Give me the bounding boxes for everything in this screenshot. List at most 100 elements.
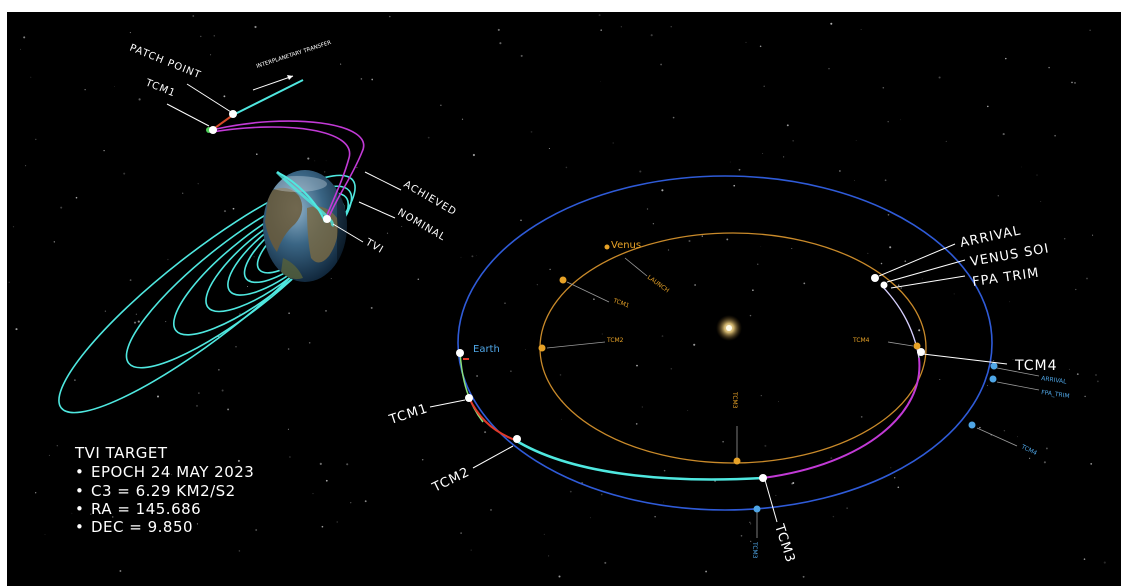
svg-text:•: • [75, 463, 84, 481]
star [763, 85, 765, 88]
star [200, 35, 202, 38]
star [71, 512, 73, 514]
star [197, 183, 199, 185]
tvi-label: TVI [363, 237, 386, 256]
star [792, 482, 795, 484]
star [604, 561, 607, 564]
tcm1-departure-label: TCM1 [143, 77, 177, 99]
star [639, 170, 642, 173]
star [558, 575, 561, 578]
cyan-transfer-arc [514, 438, 764, 481]
star [1103, 561, 1106, 564]
earth-orbit-markers [753, 362, 998, 513]
star [182, 192, 184, 194]
star [35, 492, 37, 494]
star [832, 515, 835, 518]
star [484, 431, 487, 434]
star [223, 210, 227, 213]
star [1005, 57, 1007, 60]
star [536, 284, 538, 286]
star [499, 42, 502, 45]
star [701, 235, 703, 237]
star [1002, 133, 1005, 136]
star [525, 348, 526, 350]
star [497, 28, 500, 31]
magenta-transfer-arc [762, 357, 921, 479]
star [569, 490, 572, 493]
star [427, 136, 430, 139]
star [1045, 447, 1048, 450]
star [198, 392, 200, 394]
star [123, 172, 126, 175]
star [165, 321, 167, 323]
star [660, 63, 662, 66]
tcm4-label: TCM4 [1014, 358, 1058, 374]
star [255, 529, 258, 531]
orbit-marker-leaders [546, 257, 1040, 538]
tvi-arc [276, 171, 326, 223]
tcm2-label: TCM2 [429, 465, 472, 496]
star [782, 156, 785, 158]
star [803, 282, 806, 285]
star [612, 142, 614, 144]
star [1095, 374, 1097, 376]
star [661, 335, 664, 337]
star [745, 41, 747, 43]
star [104, 310, 107, 312]
star [979, 426, 981, 429]
star [1063, 237, 1066, 240]
star [371, 78, 374, 81]
star [752, 289, 754, 292]
star [750, 540, 752, 543]
star [1012, 359, 1014, 360]
star [921, 278, 923, 280]
star [549, 268, 551, 271]
star [887, 120, 889, 123]
heliocentric-leaders [429, 243, 1008, 523]
star [543, 533, 545, 535]
star [15, 328, 18, 331]
tvi-dec: DEC = 9.850 [91, 518, 193, 536]
star [650, 34, 653, 37]
star [364, 500, 367, 503]
star [88, 455, 90, 457]
earth-fpa-trim-label: FPA_TRIM [1041, 389, 1070, 400]
star [237, 459, 240, 462]
earth-orbit [457, 175, 993, 511]
star [762, 153, 764, 155]
star [593, 298, 595, 301]
star [440, 104, 442, 106]
star [945, 140, 947, 142]
star [1040, 200, 1042, 202]
tvi-epoch: EPOCH 24 MAY 2023 [91, 463, 254, 481]
star [688, 239, 691, 243]
star [670, 26, 672, 28]
tvi-ra: RA = 145.686 [91, 500, 201, 518]
star [860, 416, 863, 418]
tvi-c3: C3 = 6.29 KM2/S2 [91, 482, 236, 500]
star [287, 348, 290, 350]
star [460, 256, 462, 258]
patch-point-label: PATCH POINT [128, 43, 203, 82]
star [589, 517, 591, 519]
venus-orbit-markers [538, 244, 921, 465]
star [156, 395, 160, 398]
star [84, 89, 86, 91]
star [324, 171, 326, 173]
star [119, 570, 122, 572]
star [218, 369, 220, 371]
star [389, 15, 391, 18]
star [641, 406, 643, 408]
star [663, 501, 665, 503]
star [652, 223, 655, 225]
star [987, 105, 989, 108]
star [471, 255, 474, 258]
star [460, 532, 462, 534]
star [401, 226, 403, 227]
star [786, 124, 789, 127]
star [600, 80, 601, 82]
star [986, 384, 989, 387]
star [1092, 234, 1094, 236]
earth-arrival-label: ARRIVAL [1041, 375, 1068, 386]
star [23, 36, 26, 39]
